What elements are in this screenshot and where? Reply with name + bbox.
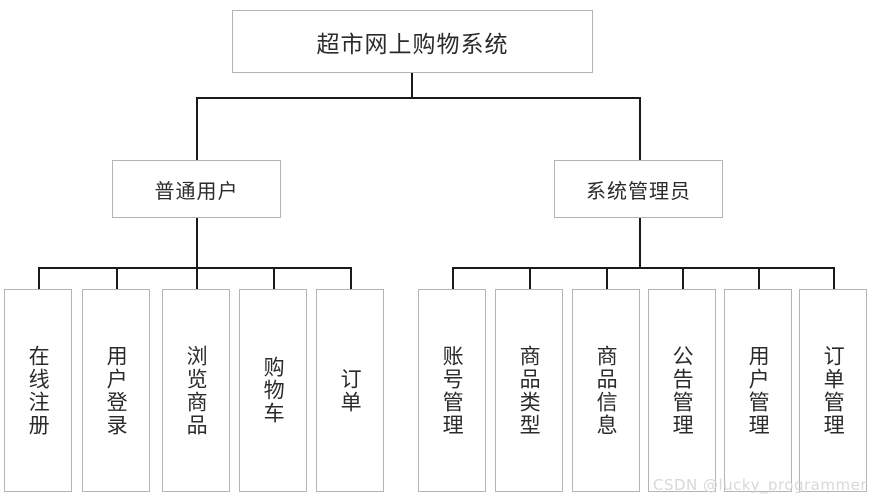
- node-leaf-product-category-label: 商品类型: [517, 344, 542, 437]
- node-branch-regular-user-label: 普通用户: [154, 178, 239, 203]
- node-branch-regular-user: 普通用户: [112, 160, 281, 218]
- node-leaf-user-login: 用户登录: [82, 289, 150, 492]
- connector-root-bus: [196, 97, 641, 99]
- connector-left-drop-3: [196, 267, 198, 290]
- node-leaf-account-management: 账号管理: [418, 289, 486, 492]
- node-leaf-user-login-label: 用户登录: [104, 344, 129, 437]
- connector-left-drop-2: [116, 267, 118, 290]
- node-leaf-shopping-cart: 购物车: [239, 289, 307, 492]
- connector-root-drop-right: [639, 97, 641, 160]
- connector-right-drop-3: [606, 267, 608, 290]
- node-leaf-product-info-label: 商品信息: [594, 344, 619, 437]
- node-leaf-online-register-label: 在线注册: [26, 344, 51, 437]
- connector-root-stem: [411, 73, 413, 99]
- node-leaf-order-label: 订单: [338, 367, 363, 414]
- node-leaf-browse-products: 浏览商品: [162, 289, 230, 492]
- node-leaf-product-info: 商品信息: [572, 289, 640, 492]
- node-branch-system-admin: 系统管理员: [554, 160, 723, 218]
- connector-root-drop-left: [196, 97, 198, 160]
- node-leaf-account-management-label: 账号管理: [440, 344, 465, 437]
- node-leaf-announcement-management-label: 公告管理: [670, 344, 695, 437]
- node-leaf-browse-products-label: 浏览商品: [184, 344, 209, 437]
- connector-left-drop-1: [38, 267, 40, 290]
- node-root-label: 超市网上购物系统: [316, 31, 509, 58]
- connector-right-bus: [452, 267, 834, 269]
- connector-right-stem: [639, 218, 641, 269]
- connector-left-drop-5: [350, 267, 352, 290]
- connector-right-drop-5: [758, 267, 760, 290]
- node-leaf-order: 订单: [316, 289, 384, 492]
- connector-right-drop-2: [529, 267, 531, 290]
- node-leaf-user-management: 用户管理: [724, 289, 792, 492]
- node-branch-system-admin-label: 系统管理员: [586, 178, 691, 203]
- node-leaf-shopping-cart-label: 购物车: [261, 356, 286, 425]
- node-leaf-product-category: 商品类型: [495, 289, 563, 492]
- connector-left-stem: [196, 218, 198, 269]
- node-leaf-order-management: 订单管理: [799, 289, 867, 492]
- node-leaf-announcement-management: 公告管理: [648, 289, 716, 492]
- connector-right-drop-4: [682, 267, 684, 290]
- connector-left-drop-4: [273, 267, 275, 290]
- connector-left-bus: [38, 267, 351, 269]
- connector-right-drop-6: [833, 267, 835, 290]
- node-leaf-user-management-label: 用户管理: [746, 344, 771, 437]
- node-leaf-online-register: 在线注册: [4, 289, 72, 492]
- node-leaf-order-management-label: 订单管理: [821, 344, 846, 437]
- connector-right-drop-1: [452, 267, 454, 290]
- node-root: 超市网上购物系统: [232, 10, 593, 73]
